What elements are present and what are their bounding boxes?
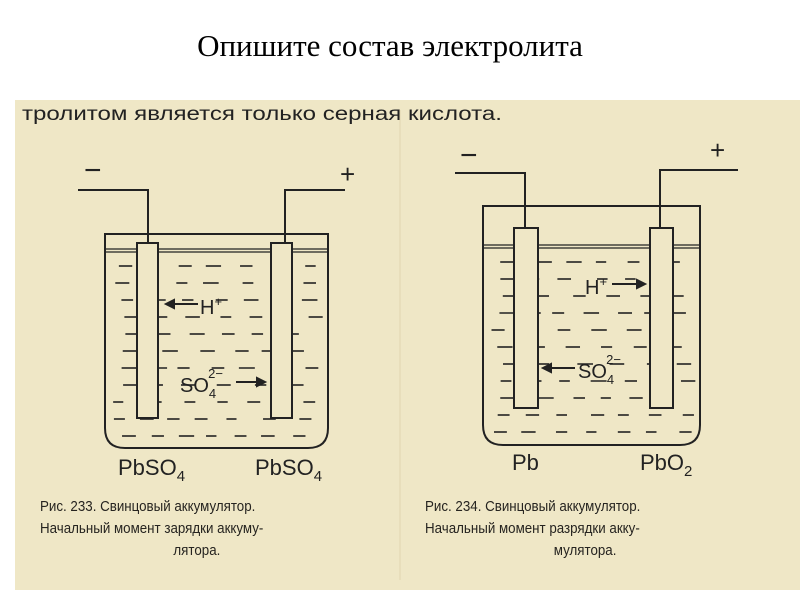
so4-ion-label: SO42− <box>578 352 621 387</box>
top-text: тролитом является только серная кислота. <box>22 104 502 125</box>
positive-wire <box>284 189 345 243</box>
h-ion-label: H+ <box>585 274 607 299</box>
slide-title: Опишите состав электролита <box>197 28 583 63</box>
negative-wire <box>455 172 526 228</box>
negative-electrode <box>136 242 159 419</box>
beaker <box>482 205 701 446</box>
figure-234-caption: Рис. 234. Свинцовый аккумулятор. Начальн… <box>425 496 640 562</box>
left-electrode-label: Pb <box>512 450 539 475</box>
arrow-head <box>540 362 552 374</box>
minus-terminal-label: − <box>84 154 102 187</box>
h-ion-label: H+ <box>200 294 222 319</box>
caption-line: мулятора. <box>553 543 617 559</box>
plus-terminal-label: + <box>710 135 725 165</box>
caption-line: Начальный момент зарядки аккуму- <box>40 521 264 537</box>
caption-line: Рис. 233. Свинцовый аккумулятор. <box>40 499 256 515</box>
positive-wire <box>659 169 738 228</box>
negative-wire <box>78 189 149 243</box>
arrow-head <box>163 298 175 310</box>
caption-line: лятора. <box>173 543 221 559</box>
positive-electrode <box>270 242 293 419</box>
right-electrode-label: PbSO4 <box>255 455 322 485</box>
positive-electrode <box>649 227 674 409</box>
figure-233 <box>78 189 345 449</box>
figure-233-caption: Рис. 233. Свинцовый аккумулятор. Начальн… <box>40 496 263 562</box>
caption-line: Рис. 234. Свинцовый аккумулятор. <box>425 499 641 515</box>
minus-terminal-label: − <box>460 139 478 172</box>
arrow-head <box>636 278 648 290</box>
plus-terminal-label: + <box>340 159 355 189</box>
negative-electrode <box>513 227 539 409</box>
arrow-head <box>256 376 268 388</box>
caption-line: Начальный момент разрядки акку- <box>425 521 640 537</box>
figure-234 <box>455 169 738 446</box>
left-electrode-label: PbSO4 <box>118 455 185 485</box>
beaker <box>104 233 329 449</box>
so4-ion-label: SO42− <box>180 366 223 401</box>
right-electrode-label: PbO2 <box>640 450 692 480</box>
